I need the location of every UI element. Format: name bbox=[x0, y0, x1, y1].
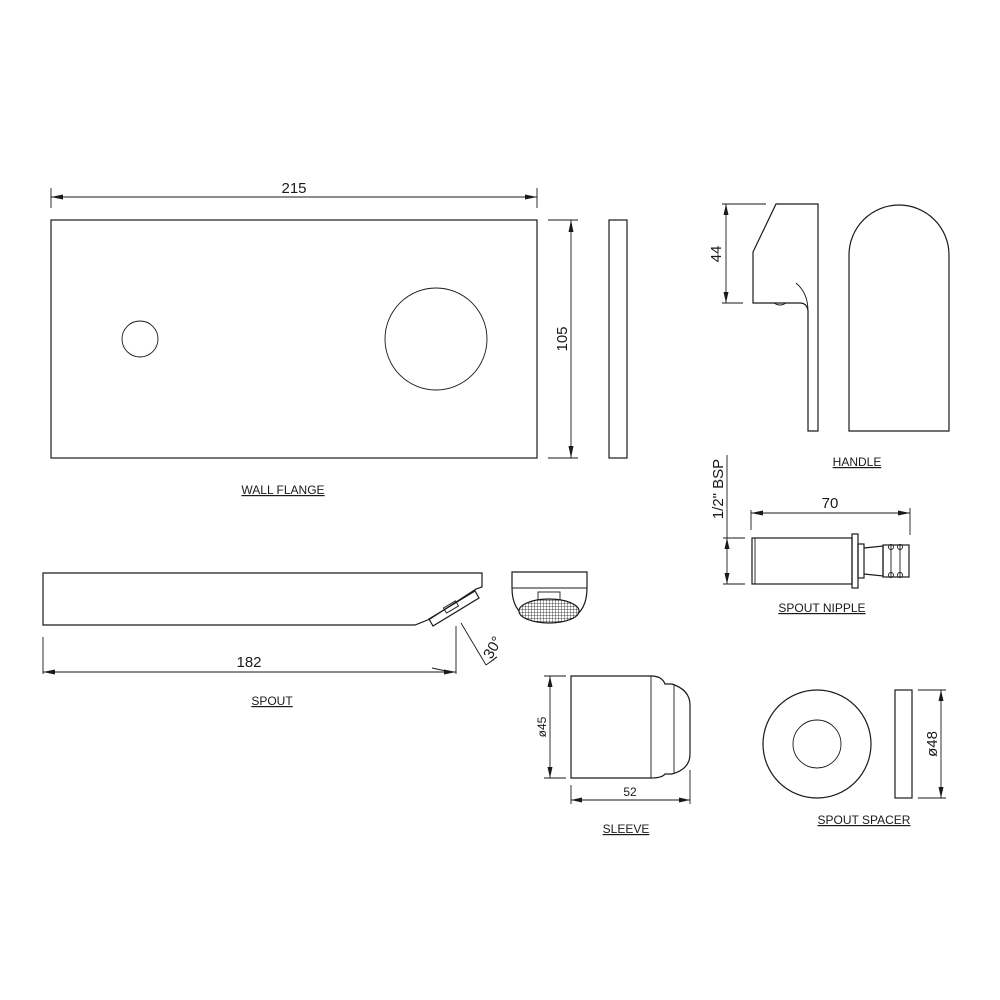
spout-spacer-diameter-dimension: ø48 bbox=[918, 689, 946, 799]
dimension-dia-45: ø45 bbox=[535, 716, 549, 737]
dimension-half-inch-bsp: 1/2" BSP bbox=[710, 459, 727, 519]
spout-side-view bbox=[42, 572, 483, 627]
spacer-outer-circle bbox=[762, 689, 872, 799]
spout-nipple-thread-dimension: 1/2" BSP bbox=[710, 455, 745, 585]
spout-nipple-drawing bbox=[751, 533, 910, 589]
dimension-44: 44 bbox=[708, 246, 725, 263]
dimension-105: 105 bbox=[554, 326, 571, 351]
sleeve-drawing bbox=[570, 675, 691, 779]
dimension-215: 215 bbox=[281, 180, 306, 197]
spacer-inner-circle bbox=[792, 719, 842, 769]
dimension-182: 182 bbox=[236, 654, 261, 671]
spout-angle-dimension: 30° bbox=[460, 622, 506, 666]
dimension-30-degrees: 30° bbox=[480, 634, 506, 662]
sleeve-length-dimension: 52 bbox=[570, 770, 691, 804]
handle-front-view bbox=[848, 204, 950, 432]
wall-flange-width-dimension: 215 bbox=[50, 180, 538, 208]
spout-end-view bbox=[511, 571, 588, 624]
wall-flange-front-view bbox=[50, 219, 538, 459]
wall-flange-height-dimension: 105 bbox=[548, 219, 578, 459]
handle-side-view bbox=[752, 203, 819, 432]
spout-spacer-label: SPOUT SPACER bbox=[818, 813, 911, 827]
wall-flange-side-view bbox=[608, 219, 628, 459]
dimension-dia-48: ø48 bbox=[924, 731, 941, 757]
aerator-mesh bbox=[518, 598, 580, 624]
dimension-52: 52 bbox=[623, 785, 637, 799]
dimension-70: 70 bbox=[822, 495, 839, 512]
spout-nipple-label: SPOUT NIPPLE bbox=[778, 601, 865, 615]
spout-nipple-length-dimension: 70 bbox=[750, 495, 911, 535]
spout-label: SPOUT bbox=[251, 694, 293, 708]
small-hole bbox=[121, 320, 159, 358]
spacer-side-view bbox=[894, 689, 913, 799]
sleeve-label: SLEEVE bbox=[603, 822, 650, 836]
threaded-body bbox=[751, 537, 853, 585]
wall-flange-label: WALL FLANGE bbox=[241, 483, 324, 497]
wall-flange-outline bbox=[50, 219, 538, 459]
large-hole bbox=[384, 287, 488, 391]
o-ring-section bbox=[882, 544, 910, 578]
handle-label: HANDLE bbox=[833, 455, 882, 469]
spout-length-dimension: 182 bbox=[42, 626, 457, 675]
handle-height-dimension: 44 bbox=[708, 203, 766, 304]
aerator-outlet bbox=[428, 590, 480, 627]
sleeve-diameter-dimension: ø45 bbox=[535, 675, 566, 779]
collar bbox=[851, 533, 859, 589]
spout-spacer-drawing bbox=[762, 689, 913, 799]
